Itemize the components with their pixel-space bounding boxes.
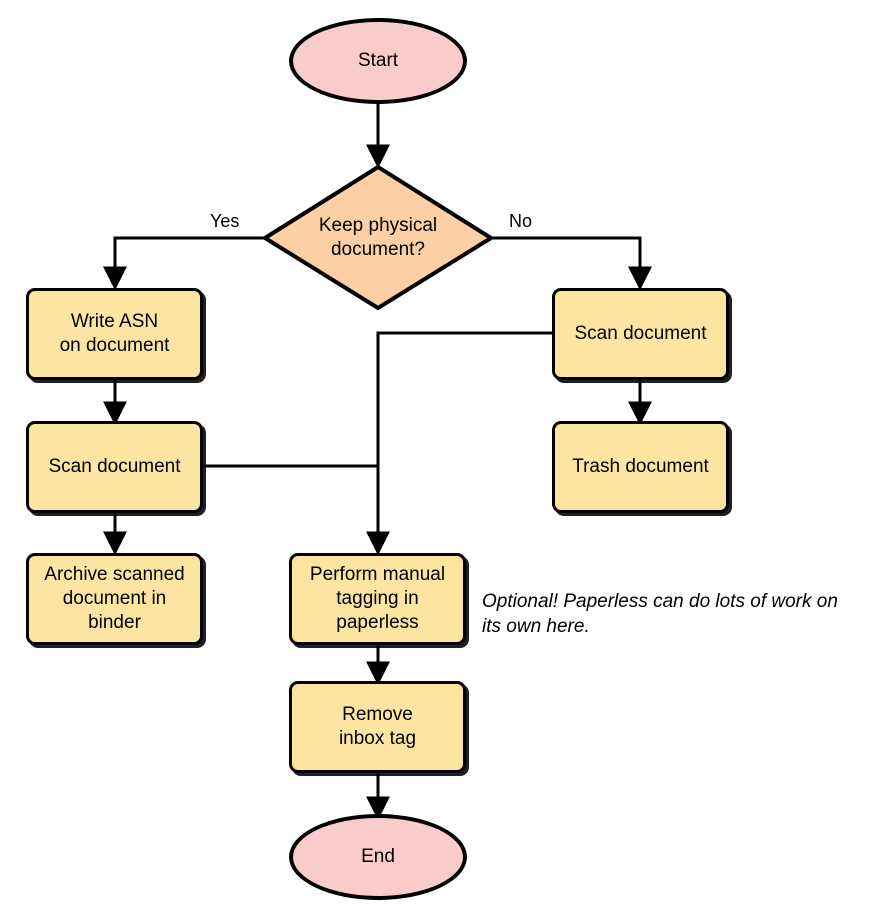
- node-remove-inbox[interactable]: Remove inbox tag: [289, 681, 466, 773]
- node-start-label: Start: [357, 50, 399, 72]
- node-archive-label: Archive scanned document in binder: [44, 564, 185, 633]
- edge-scan-right-to-tagging: [366, 331, 552, 556]
- node-start[interactable]: Start: [289, 18, 467, 104]
- edge-label-yes: Yes: [210, 211, 240, 231]
- edge-label-no: No: [509, 211, 533, 231]
- node-tagging[interactable]: Perform manual tagging in paperless: [289, 553, 466, 645]
- node-end[interactable]: End: [289, 814, 467, 900]
- node-scan-right-label: Scan document: [574, 323, 707, 345]
- node-scan-left-label: Scan document: [48, 456, 181, 478]
- node-tagging-label: Perform manual tagging in paperless: [309, 564, 446, 633]
- node-decision-label: Keep physical document?: [318, 214, 438, 260]
- node-decision[interactable]: Keep physical document?: [265, 167, 491, 308]
- node-trash[interactable]: Trash document: [552, 421, 729, 513]
- node-write-asn-label: Write ASN on document: [59, 311, 170, 356]
- edge-decision-yes-to-write-asn: [103, 236, 265, 291]
- node-archive[interactable]: Archive scanned document in binder: [26, 553, 203, 645]
- node-trash-label: Trash document: [572, 456, 709, 478]
- node-end-label: End: [361, 846, 395, 868]
- node-scan-left[interactable]: Scan document: [26, 421, 203, 513]
- annotation-optional-note: Optional! Paperless can do lots of work …: [482, 591, 838, 637]
- edge-decision-no-to-scan-right: [491, 236, 652, 291]
- node-scan-right[interactable]: Scan document: [552, 288, 729, 380]
- node-write-asn[interactable]: Write ASN on document: [26, 288, 203, 380]
- node-remove-inbox-label: Remove inbox tag: [338, 704, 417, 749]
